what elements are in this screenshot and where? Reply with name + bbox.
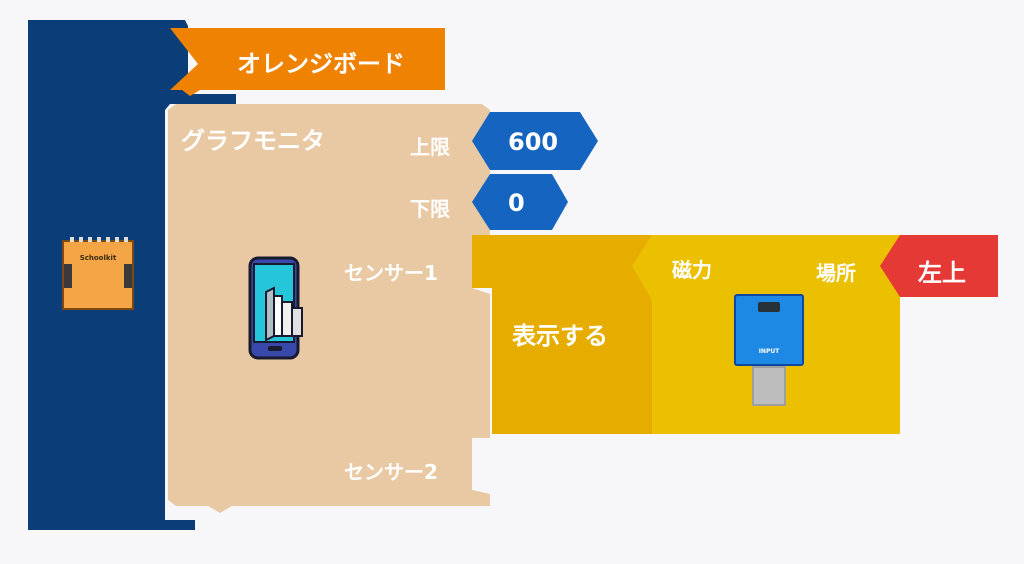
- sensor2-label: センサー2: [344, 460, 438, 484]
- lower-limit-value-block[interactable]: [472, 174, 568, 230]
- upper-limit-value[interactable]: 600: [508, 128, 559, 156]
- upper-limit-label: 上限: [410, 135, 450, 159]
- location-value-block[interactable]: [880, 235, 998, 297]
- board-label: オレンジボード: [237, 50, 405, 78]
- upper-limit-value-block[interactable]: [472, 112, 598, 170]
- location-label: 場所: [816, 261, 856, 285]
- board-chip-text: Schoolkit: [79, 254, 117, 262]
- smartphone-icon: [248, 256, 303, 360]
- lower-limit-label: 下限: [410, 197, 450, 221]
- graph-monitor-title: グラフモニタ: [181, 127, 325, 155]
- board-chip-icon: Schoolkit: [62, 237, 134, 310]
- location-value[interactable]: 左上: [918, 259, 966, 287]
- module-input-text: INPUT: [758, 348, 780, 355]
- magnetic-label: 磁力: [672, 258, 712, 282]
- display-block[interactable]: [472, 235, 652, 434]
- graph-monitor-block[interactable]: [168, 104, 490, 513]
- sensor1-label: センサー1: [344, 261, 438, 285]
- display-label: 表示する: [512, 322, 608, 350]
- board-label-banner[interactable]: [170, 28, 445, 96]
- lower-limit-value[interactable]: 0: [508, 189, 525, 217]
- magnetic-sensor-module-icon: INPUT: [734, 294, 804, 408]
